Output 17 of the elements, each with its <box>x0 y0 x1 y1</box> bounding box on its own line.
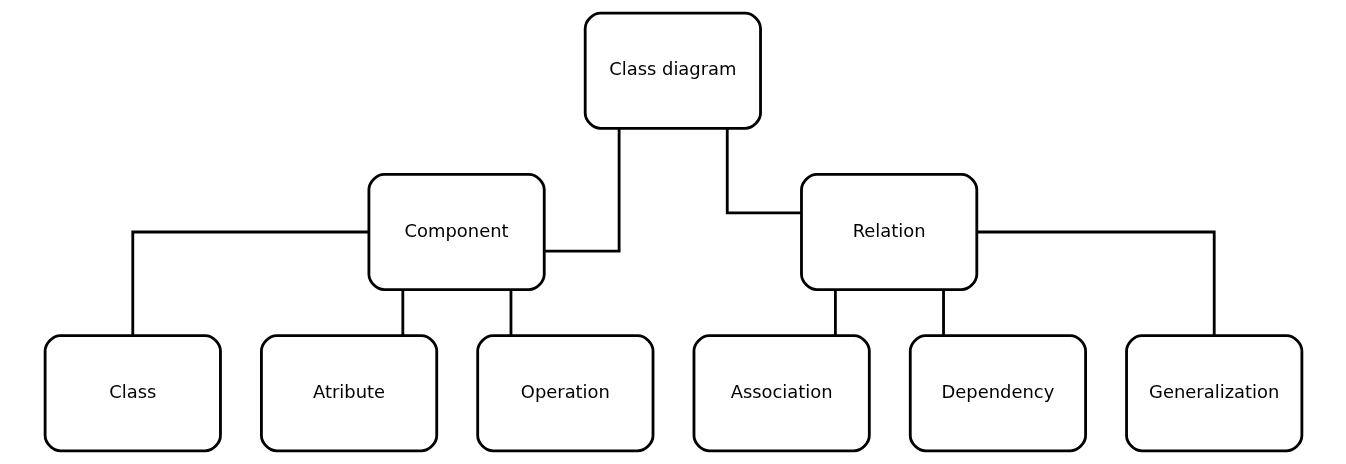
node-box: Operation <box>475 334 654 453</box>
connector <box>976 230 1216 336</box>
node-box: Generalization <box>1124 334 1303 453</box>
connector <box>833 289 837 336</box>
node-box: Class <box>43 334 222 453</box>
node-box: Atribute <box>259 334 438 453</box>
node-box: Relation <box>799 173 978 291</box>
node-box: Dependency <box>908 334 1087 453</box>
connector <box>400 289 404 336</box>
node-box: Association <box>692 334 871 453</box>
connector <box>941 289 945 336</box>
node-box: Component <box>367 173 546 291</box>
connector <box>544 128 620 253</box>
node-box: Class diagram <box>583 11 762 130</box>
connector <box>509 289 512 336</box>
connector <box>725 128 801 215</box>
connector <box>130 230 368 336</box>
